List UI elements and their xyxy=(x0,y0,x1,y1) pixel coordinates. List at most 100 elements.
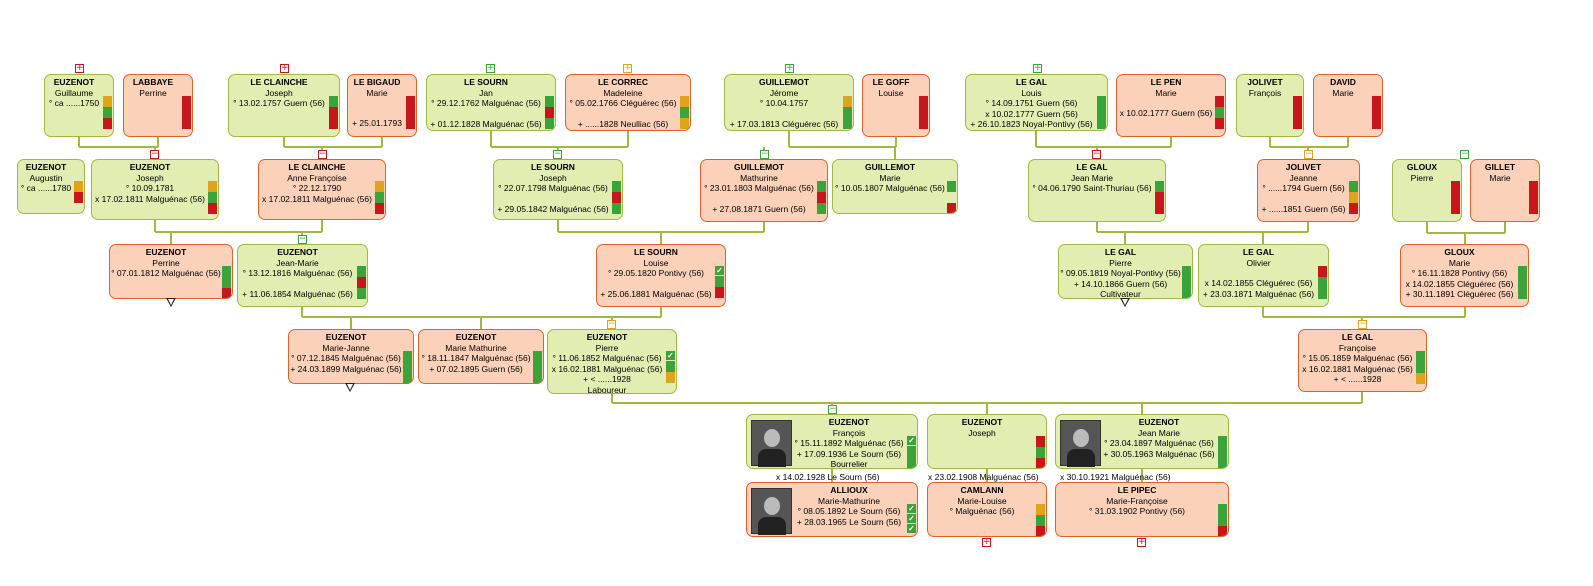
source-bar xyxy=(533,351,542,362)
person-given-name: Marie-Françoise xyxy=(1106,495,1168,506)
source-indicator-bars xyxy=(1529,181,1538,214)
person-detail-line: ° 10.04.1757 xyxy=(759,98,809,108)
person-surname: EUZENOT xyxy=(961,417,1003,427)
collapse-branch-icon[interactable]: − xyxy=(298,234,307,244)
marriage-label: x 14.02.1928 Le Sourn (56) xyxy=(776,472,880,482)
person-detail-line: + 07.02.1895 Guern (56) xyxy=(429,363,523,374)
source-bar xyxy=(329,118,338,129)
source-bar xyxy=(1318,266,1327,277)
expand-branch-icon[interactable]: + xyxy=(623,63,632,73)
person-detail-line: Cultivateur xyxy=(1100,289,1141,299)
person-detail-line: ° ca ......1780 xyxy=(20,183,72,193)
source-bar xyxy=(715,276,724,287)
expand-branch-icon[interactable]: + xyxy=(1137,537,1146,547)
collapse-branch-icon[interactable]: − xyxy=(1092,149,1101,159)
source-bar xyxy=(222,288,231,298)
more-descendants-icon[interactable] xyxy=(166,298,176,307)
more-descendants-icon[interactable] xyxy=(1120,298,1130,307)
source-bar xyxy=(1349,192,1358,203)
collapse-branch-icon[interactable]: − xyxy=(828,404,837,414)
person-given-name: Marie xyxy=(366,87,388,98)
collapse-branch-icon[interactable]: − xyxy=(1460,149,1469,159)
source-bar xyxy=(919,118,928,129)
collapse-branch-icon[interactable]: − xyxy=(760,149,769,159)
collapse-branch-icon[interactable]: − xyxy=(553,149,562,159)
person-detail-line: ° 05.02.1766 Cléguérec (56) xyxy=(569,98,677,108)
source-bar xyxy=(612,192,621,203)
person-detail-line: ° 16.11.1828 Pontivy (56) xyxy=(1411,268,1508,278)
person-surname: LE GAL xyxy=(1242,247,1275,257)
source-bar xyxy=(103,96,112,107)
source-bar xyxy=(919,107,928,118)
source-indicator-bars xyxy=(1036,504,1045,536)
expand-branch-icon[interactable]: + xyxy=(75,63,84,73)
source-bar xyxy=(1036,458,1045,468)
expand-branch-icon[interactable]: + xyxy=(982,537,991,547)
person-detail-line: ° 13.02.1757 Guern (56) xyxy=(233,98,325,108)
check-icon: ✓ xyxy=(907,514,916,523)
collapse-branch-icon[interactable]: − xyxy=(607,319,616,329)
source-indicator-bars xyxy=(680,96,689,129)
portrait-photo[interactable] xyxy=(751,420,792,467)
source-bar xyxy=(1182,277,1191,288)
portrait-photo[interactable] xyxy=(751,488,792,535)
source-indicator-bars xyxy=(375,181,384,214)
portrait-photo[interactable] xyxy=(1060,420,1101,467)
collapse-branch-icon[interactable]: − xyxy=(318,149,327,159)
collapse-branch-icon[interactable]: − xyxy=(150,149,159,159)
person-detail-line: ° 15.05.1859 Malguénac (56) xyxy=(1302,353,1413,363)
more-descendants-icon[interactable] xyxy=(345,383,355,392)
source-bar xyxy=(1155,203,1164,214)
source-indicator-bars xyxy=(1218,436,1227,468)
expand-branch-icon[interactable]: + xyxy=(1033,63,1042,73)
source-bar xyxy=(208,181,217,192)
collapse-branch-icon[interactable]: − xyxy=(1304,149,1313,159)
expand-branch-icon[interactable]: + xyxy=(785,63,794,73)
collapse-branch-icon[interactable]: − xyxy=(1358,319,1367,329)
expand-branch-icon[interactable]: + xyxy=(486,63,495,73)
person-surname: EUZENOT xyxy=(828,417,870,427)
expand-branch-icon[interactable]: + xyxy=(280,63,289,73)
source-bar xyxy=(1318,277,1327,288)
person-given-name: Marie xyxy=(1332,87,1354,98)
check-icon: ✓ xyxy=(907,524,916,533)
